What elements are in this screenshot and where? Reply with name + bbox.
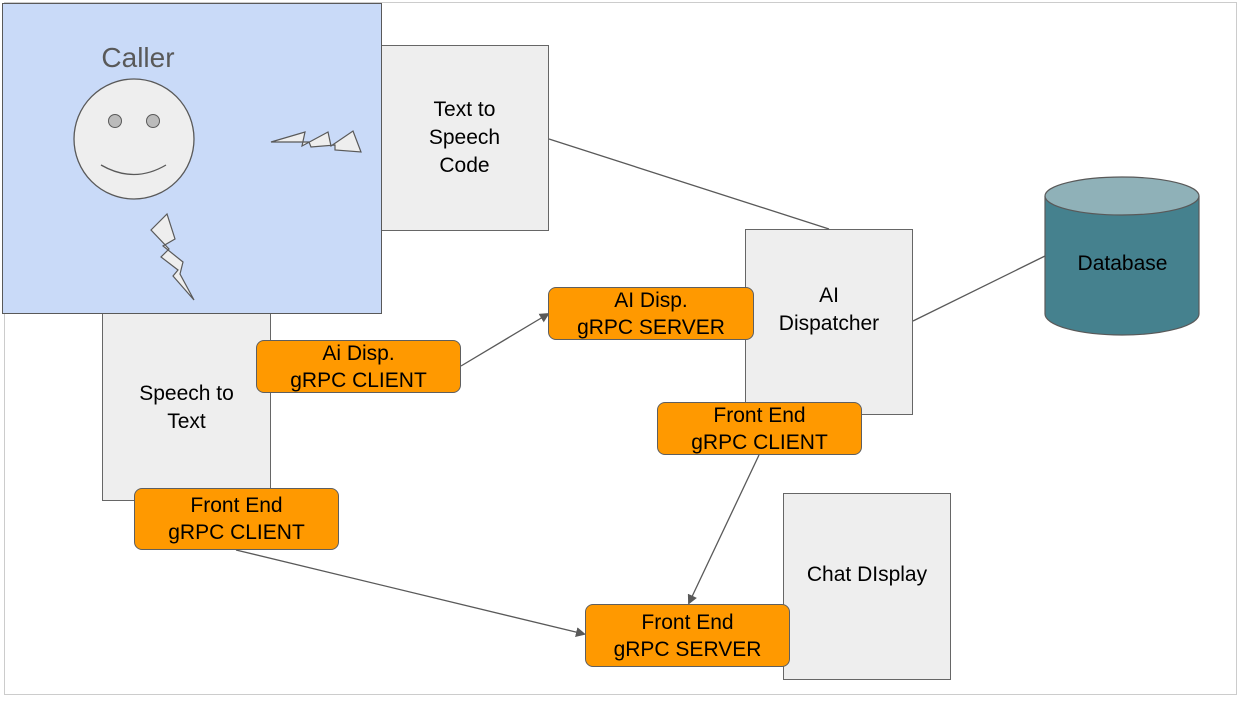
arrow-ai-client-to-ai-server: [460, 312, 550, 367]
ai-dispatcher-label: AI Dispatcher: [778, 284, 880, 335]
database-label: Database: [1077, 252, 1168, 275]
ai-dispatcher-box[interactable]: AI Dispatcher: [745, 229, 913, 415]
caller-label: Caller: [101, 42, 175, 73]
arrow-stt-client-to-fe-server: [235, 549, 586, 637]
front-end-grpc-client-stt-label: Front End gRPC CLIENT: [168, 494, 305, 544]
front-end-grpc-client-ai-label: Front End gRPC CLIENT: [691, 403, 828, 454]
speech-to-text-label: Speech to Text: [139, 381, 234, 433]
link-tts-to-dispatcher: [548, 138, 830, 230]
front-end-grpc-server[interactable]: Front End gRPC SERVER: [585, 604, 790, 667]
arrow-ai-client-to-fe-server: [687, 454, 760, 605]
ai-disp-grpc-server[interactable]: AI Disp. gRPC SERVER: [548, 287, 754, 340]
lightning-bolt-icon: [270, 130, 362, 153]
database-cylinder[interactable]: [1040, 172, 1205, 342]
front-end-grpc-server-label: Front End gRPC SERVER: [613, 610, 762, 661]
lightning-bolt-icon: [150, 212, 195, 301]
front-end-grpc-client-stt[interactable]: Front End gRPC CLIENT: [134, 488, 339, 550]
ai-disp-grpc-client-label: Ai Disp. gRPC CLIENT: [290, 341, 427, 392]
front-end-grpc-client-ai[interactable]: Front End gRPC CLIENT: [657, 402, 862, 455]
speech-to-text-box[interactable]: Speech to Text: [102, 300, 271, 501]
caller-box[interactable]: Caller: [2, 3, 382, 314]
text-to-speech-label: Text to Speech Code: [428, 98, 501, 177]
ai-disp-grpc-client[interactable]: Ai Disp. gRPC CLIENT: [256, 340, 461, 393]
link-dispatcher-to-database: [912, 255, 1046, 322]
smiley-face-icon: [73, 78, 195, 200]
text-to-speech-box[interactable]: Text to Speech Code: [380, 45, 549, 231]
caller-illustration: [73, 78, 362, 301]
chat-display-box[interactable]: Chat DIsplay: [783, 493, 951, 680]
ai-disp-grpc-server-label: AI Disp. gRPC SERVER: [577, 288, 725, 339]
chat-display-label: Chat DIsplay: [806, 563, 928, 586]
